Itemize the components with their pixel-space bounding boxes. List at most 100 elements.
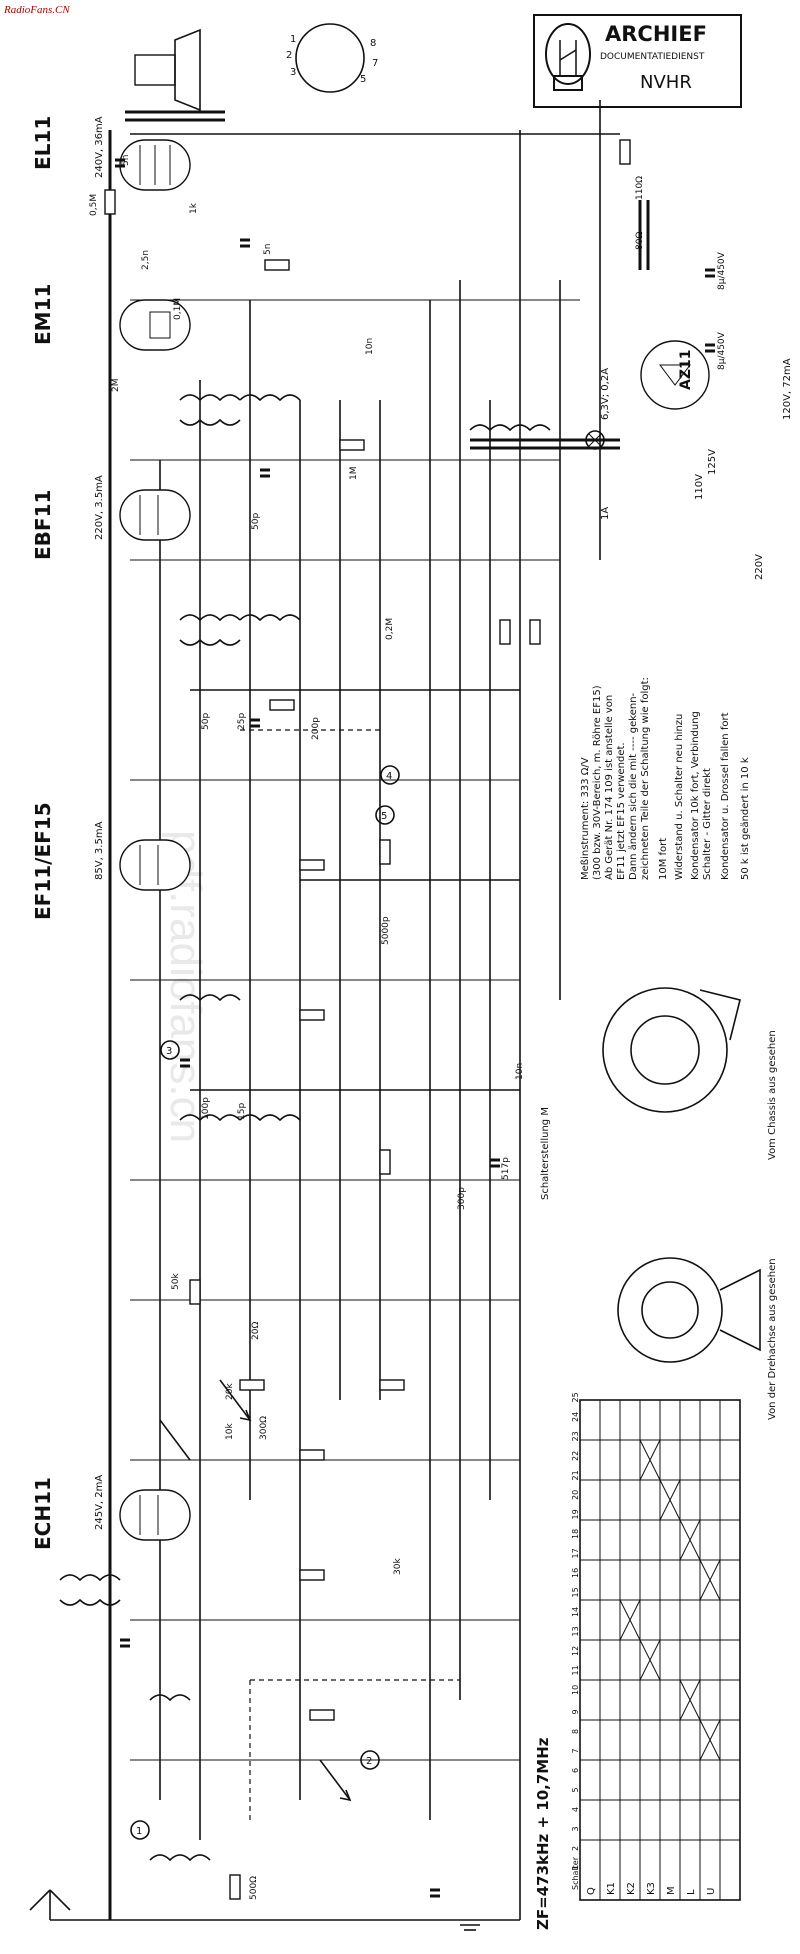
switch-table-row-label: K1	[606, 1882, 617, 1895]
capacitors	[115, 158, 715, 1898]
cap-label-7: 200p	[311, 717, 321, 740]
circled-markers: 1 2 3 4 5	[130, 765, 400, 1840]
cap-label-6: 25p	[237, 713, 247, 730]
svg-text:3: 3	[166, 1046, 172, 1057]
note-change4: zeichneten Teile der Schaltung wie folgt…	[640, 677, 651, 880]
resistors	[104, 139, 631, 1900]
cap-label-10: 517p	[501, 1157, 511, 1180]
switch-position-caption: Schalterstellung M	[540, 1107, 551, 1200]
archive-stamp	[533, 14, 742, 108]
note-instrument: Meßinstrument: 333 Ω/V	[580, 757, 591, 880]
mains-fuse: 1A	[600, 507, 611, 520]
switch-table-header-cell: 18	[571, 1529, 580, 1539]
switch-table-header-cell: 24	[571, 1412, 580, 1422]
switch-view-left-caption: Von der Drehachse aus gesehen	[767, 1258, 778, 1420]
tube-ech11	[119, 1489, 191, 1541]
cap-label-8: 100p	[201, 1097, 211, 1120]
tube-ebf11	[119, 489, 191, 541]
tuning-capacitors	[159, 1379, 352, 1802]
tube-labels: EL11 240V, 36mA EM11 EBF11 220V, 3.5mA E…	[31, 116, 793, 1550]
svg-text:7: 7	[372, 58, 378, 69]
if-coils	[59, 394, 301, 1862]
mains-220: 220V	[754, 554, 765, 580]
switch-table-header-cell: 6	[571, 1768, 580, 1773]
res-label-3: 1M	[349, 467, 359, 481]
mains-transformer	[469, 424, 620, 450]
note-change1: Ab Gerät Nr. 174 109 ist anstelle von	[604, 695, 615, 880]
cap-label-1: 2,5n	[141, 250, 151, 270]
ground-icon	[460, 1924, 480, 1931]
switch-table-header-cell: 4	[571, 1807, 580, 1812]
switch-table-header-cell: 7	[571, 1748, 580, 1753]
res-label-13: 80Ω	[635, 232, 645, 250]
res-label-4: 2M	[111, 379, 121, 393]
component-value-labels: 5n 2,5n 5n 10n 50p 50p 25p 200p 100p 15p…	[89, 155, 727, 1900]
svg-text:2: 2	[286, 50, 292, 61]
switch-table-header-cell: 20	[571, 1490, 580, 1500]
note-range: (300 bzw. 30V-Bereich, m. Röhre EF15)	[592, 685, 603, 880]
tube-label-az11: AZ11	[678, 350, 694, 390]
mains-labels: 110V 125V 220V 1A 6,3V; 0,2A	[600, 368, 765, 580]
note-change2: EF11 jetzt EF15 verwendet.	[616, 742, 627, 880]
mains-125: 125V	[707, 449, 718, 475]
res-label-1: 1k	[189, 202, 199, 214]
res-label-7: 20k	[225, 1383, 235, 1400]
res-label-6: 50k	[171, 1273, 181, 1290]
cap-label-12: 5000p	[381, 916, 391, 945]
switch-rotor-left	[617, 1257, 761, 1363]
tube-note-az11: 120V, 72mA	[782, 358, 793, 420]
switch-table-row-label: M	[666, 1886, 677, 1895]
switch-table-row-label: K3	[646, 1882, 657, 1895]
res-label-10: 20Ω	[251, 1322, 261, 1340]
switch-table-header-cell: 23	[571, 1431, 580, 1441]
switch-rotor-right	[602, 987, 741, 1113]
cap-label-4: 50p	[251, 513, 261, 530]
if-frequency-label: ZF=473kHz + 10,7MHz	[534, 1737, 552, 1930]
res-label-12: 30k	[393, 1558, 403, 1575]
archive-org: NVHR	[640, 72, 692, 93]
note-change3: Dann ändern sich die mit ---- gekenn-	[628, 692, 639, 880]
notes-block: Meßinstrument: 333 Ω/V (300 bzw. 30V-Ber…	[580, 677, 751, 880]
pilot-lamp-icon	[585, 430, 605, 450]
switch-table-header-cell: 5	[571, 1787, 580, 1792]
supply-rails	[108, 100, 620, 1921]
switch-table-header-cell: 21	[571, 1470, 580, 1480]
tube-az11	[640, 340, 710, 410]
switch-table-header-cell: 19	[571, 1509, 580, 1519]
switch-table-header-cell: Schalter	[571, 1856, 580, 1890]
antenna-icon	[29, 1889, 130, 1921]
switch-table-header-cell: 12	[571, 1646, 580, 1656]
res-label-5: 0,2M	[385, 618, 395, 640]
svg-text:4: 4	[386, 771, 392, 782]
cap-label-5: 50p	[201, 713, 211, 730]
mains-supply: 6,3V; 0,2A	[600, 368, 611, 420]
switch-table-header-cell: 22	[571, 1451, 580, 1461]
svg-text:5: 5	[381, 811, 387, 822]
cap-label-14: 8µ/450V	[717, 251, 727, 290]
switch-table-header-cell: 2	[571, 1846, 580, 1851]
switch-table-header-cell: 3	[571, 1826, 580, 1831]
switch-table-header-cell: 15	[571, 1587, 580, 1597]
tube-em11	[119, 299, 191, 351]
switch-table-header-cell: 13	[571, 1626, 580, 1636]
tube-label-ef11-ef15: EF11/EF15	[31, 802, 55, 920]
tube-note-el11: 240V, 36mA	[94, 116, 105, 178]
switch-table-header-cell: 8	[571, 1729, 580, 1734]
tube-label-ech11: ECH11	[31, 1477, 55, 1550]
note-item2: Kondensator 10k fort, Verbindung	[690, 711, 701, 880]
tube-label-em11: EM11	[31, 284, 55, 345]
archive-logo-icon	[545, 23, 591, 91]
cap-label-3: 10n	[365, 338, 375, 355]
svg-text:1: 1	[136, 1826, 142, 1837]
cap-label-15: 8µ/450V	[717, 331, 727, 370]
tube-note-ech11: 245V, 2mA	[94, 1475, 105, 1530]
tube-note-ef11: 85V, 3.5mA	[94, 821, 105, 880]
cap-label-11: 300p	[457, 1187, 467, 1210]
switch-table-header-cell: 25	[571, 1392, 580, 1402]
switch-view-right-caption: Vom Chassis aus gesehen	[767, 1030, 778, 1160]
switch-table-row-label: L	[686, 1889, 697, 1895]
res-label-8: 10k	[225, 1423, 235, 1440]
note-item1: Widerstand u. Schalter neu hinzu	[674, 714, 685, 880]
